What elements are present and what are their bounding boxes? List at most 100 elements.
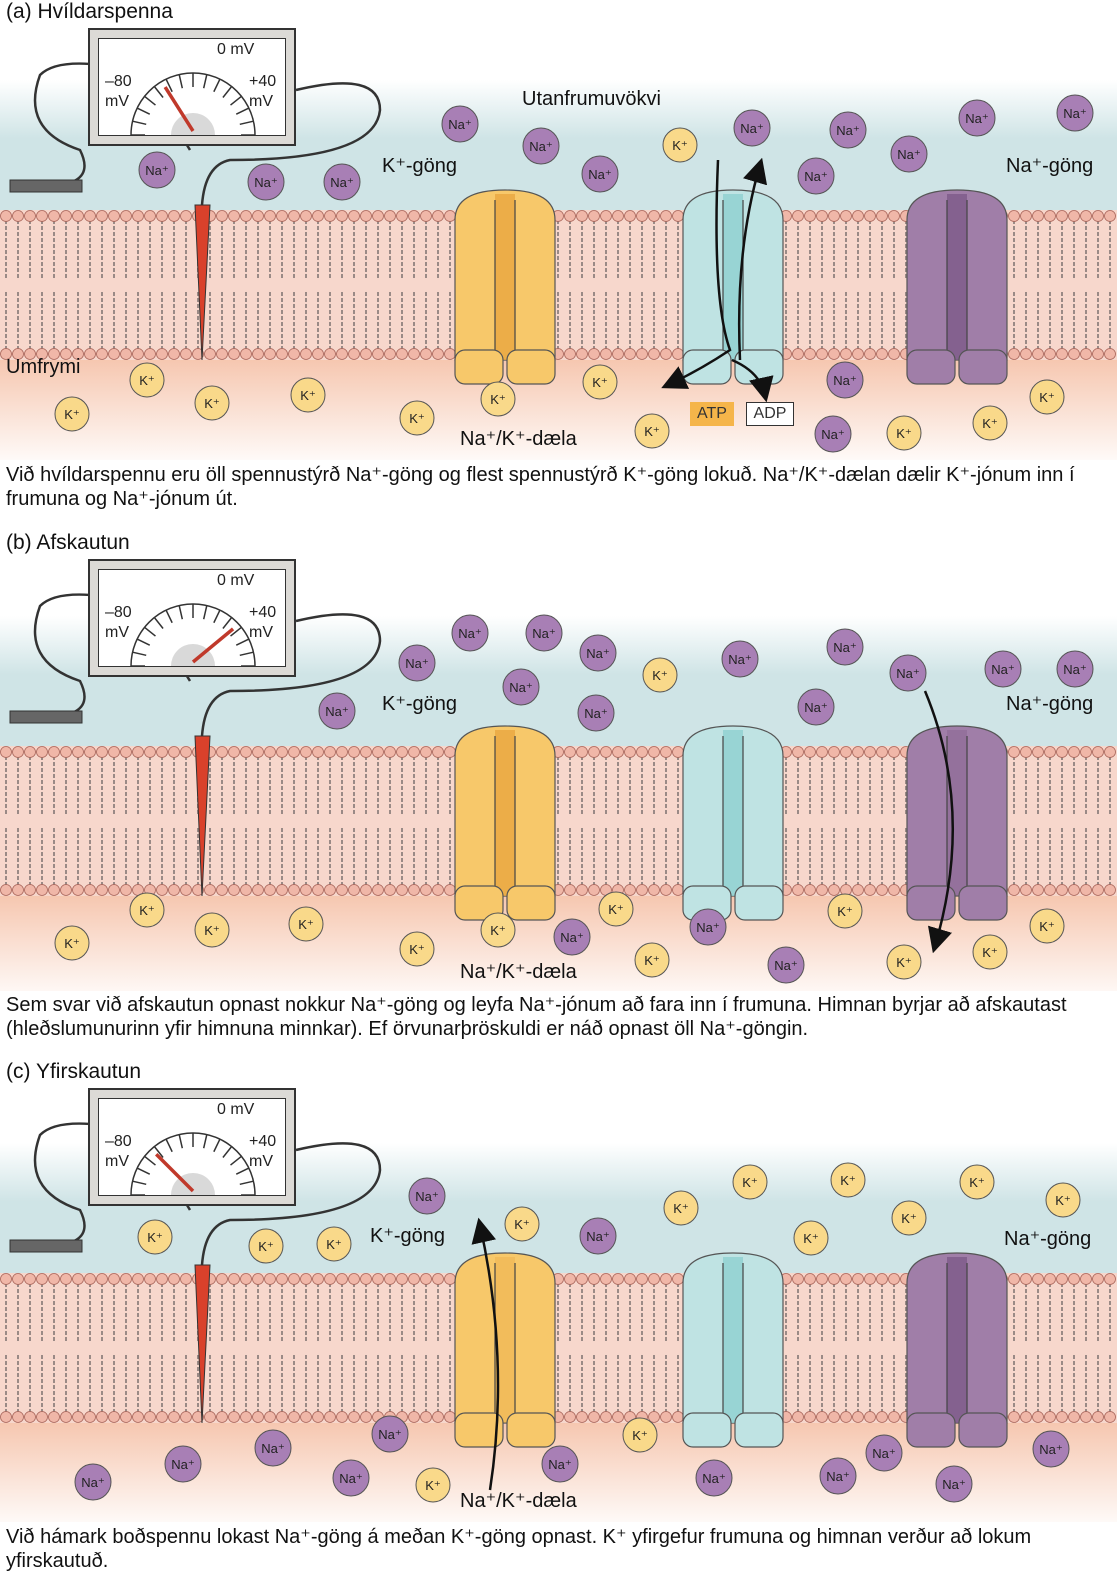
phospholipid-head xyxy=(840,348,852,360)
meter-unit-right: mV xyxy=(249,624,273,641)
k-ion-label: K⁺ xyxy=(139,903,155,918)
phospholipid-head xyxy=(636,746,648,758)
phospholipid-head xyxy=(672,746,684,758)
phospholipid-head xyxy=(372,210,384,222)
phospholipid-head xyxy=(1032,884,1044,896)
panel-title: (b) Afskautun xyxy=(6,531,130,554)
phospholipid-head xyxy=(852,746,864,758)
phospholipid-head xyxy=(252,1411,264,1423)
dial-needle xyxy=(154,1152,195,1193)
phospholipid-head xyxy=(420,1273,432,1285)
phospholipid-head xyxy=(12,884,24,896)
phospholipid-head xyxy=(108,1273,120,1285)
phospholipid-head xyxy=(12,746,24,758)
panel-title: (c) Yfirskautun xyxy=(6,1060,141,1083)
dial-tick xyxy=(213,1138,221,1153)
phospholipid-head xyxy=(804,746,816,758)
phospholipid-head xyxy=(204,348,216,360)
na-ion-label: Na⁺ xyxy=(991,662,1014,677)
k-ion-label: K⁺ xyxy=(632,1428,648,1443)
phospholipid-head xyxy=(228,1273,240,1285)
phospholipid-head xyxy=(864,348,876,360)
phospholipid-head xyxy=(804,1411,816,1423)
phospholipid-head xyxy=(312,348,324,360)
phospholipid-head xyxy=(0,1411,12,1423)
phospholipid-head xyxy=(300,1273,312,1285)
na-ion: Na⁺ xyxy=(254,1429,292,1467)
k-ion: K⁺ xyxy=(886,415,922,451)
phospholipid-head xyxy=(1044,746,1056,758)
na-k-pump xyxy=(682,725,784,921)
phospholipid-head xyxy=(672,348,684,360)
phospholipid-head xyxy=(624,348,636,360)
phospholipid-head xyxy=(372,746,384,758)
na-ion-label: Na⁺ xyxy=(415,1189,438,1204)
k-ion-label: K⁺ xyxy=(490,392,506,407)
panel-caption: Við hvíldarspennu eru öll spennustýrð Na… xyxy=(6,464,1075,510)
na-ion: Na⁺ xyxy=(819,1457,857,1495)
membrane-scene: Na⁺Na⁺Na⁺Na⁺Na⁺Na⁺Na⁺Na⁺Na⁺Na⁺Na⁺Na⁺Na⁺N… xyxy=(0,593,1117,991)
phospholipid-head xyxy=(12,1411,24,1423)
phospholipid-head xyxy=(252,348,264,360)
ground-electrode xyxy=(9,1239,83,1253)
phospholipid-head xyxy=(324,1411,336,1423)
na-ion: Na⁺ xyxy=(579,1217,617,1255)
phospholipid-head xyxy=(564,348,576,360)
na-ion-label: Na⁺ xyxy=(588,167,611,182)
phospholipid-head xyxy=(1056,348,1068,360)
na-channel xyxy=(906,189,1008,385)
k-ion: K⁺ xyxy=(54,396,90,432)
k-ion-label: K⁺ xyxy=(982,945,998,960)
dial-tick xyxy=(132,651,147,657)
k-ion: K⁺ xyxy=(194,912,230,948)
na-ion: Na⁺ xyxy=(935,1465,973,1503)
na-ion-label: Na⁺ xyxy=(774,958,797,973)
phospholipid-head xyxy=(1068,210,1080,222)
dial-needle xyxy=(191,627,235,664)
phospholipid-head xyxy=(636,884,648,896)
k-ion: K⁺ xyxy=(959,1164,995,1200)
phospholipid-head xyxy=(84,210,96,222)
voltmeter-dial xyxy=(130,603,256,667)
na-ion-label: Na⁺ xyxy=(897,147,920,162)
dial-tick xyxy=(202,74,208,89)
na-ion: Na⁺ xyxy=(441,105,479,143)
dial-tick xyxy=(144,1155,156,1166)
voltmeter: 0 mV –80 mV +40 mV xyxy=(88,559,296,677)
phospholipid-head xyxy=(624,210,636,222)
meter-min-label: –80 xyxy=(105,1133,132,1150)
panel-hyperpolarization: Na⁺Na⁺Na⁺Na⁺Na⁺Na⁺Na⁺Na⁺Na⁺Na⁺Na⁺Na⁺Na⁺K… xyxy=(0,1060,1117,1588)
k-ion: K⁺ xyxy=(129,892,165,928)
phospholipid-head xyxy=(624,746,636,758)
phospholipid-head xyxy=(120,1273,132,1285)
k-ion-label: K⁺ xyxy=(803,1231,819,1246)
phospholipid-head xyxy=(672,210,684,222)
phospholipid-head xyxy=(132,1273,144,1285)
k-ion: K⁺ xyxy=(399,931,435,967)
voltmeter: 0 mV –80 mV +40 mV xyxy=(88,28,296,146)
k-ion-label: K⁺ xyxy=(673,1201,689,1216)
phospholipid-head xyxy=(828,884,840,896)
dial-tick xyxy=(213,609,221,624)
phospholipid-head xyxy=(1044,1411,1056,1423)
dial-tick xyxy=(165,609,173,624)
phospholipid-head xyxy=(612,1411,624,1423)
phospholipid-head xyxy=(60,884,72,896)
phospholipid-head xyxy=(828,1273,840,1285)
na-ion: Na⁺ xyxy=(814,415,852,453)
na-channel xyxy=(906,725,1008,921)
dial-needle xyxy=(163,86,195,132)
k-ion-label: K⁺ xyxy=(258,1239,274,1254)
dial-tick xyxy=(235,107,250,115)
phospholipid-head xyxy=(600,1273,612,1285)
phospholipid-head xyxy=(348,746,360,758)
na-channel-label: Na⁺-göng xyxy=(1006,693,1094,715)
na-ion: Na⁺ xyxy=(74,1463,112,1501)
phospholipid-head xyxy=(624,884,636,896)
phospholipid-head xyxy=(600,348,612,360)
na-ion: Na⁺ xyxy=(522,127,560,165)
phospholipid-head xyxy=(1056,210,1068,222)
phospholipid-head xyxy=(876,210,888,222)
phospholipid-head xyxy=(1032,1411,1044,1423)
phospholipid-head xyxy=(396,746,408,758)
